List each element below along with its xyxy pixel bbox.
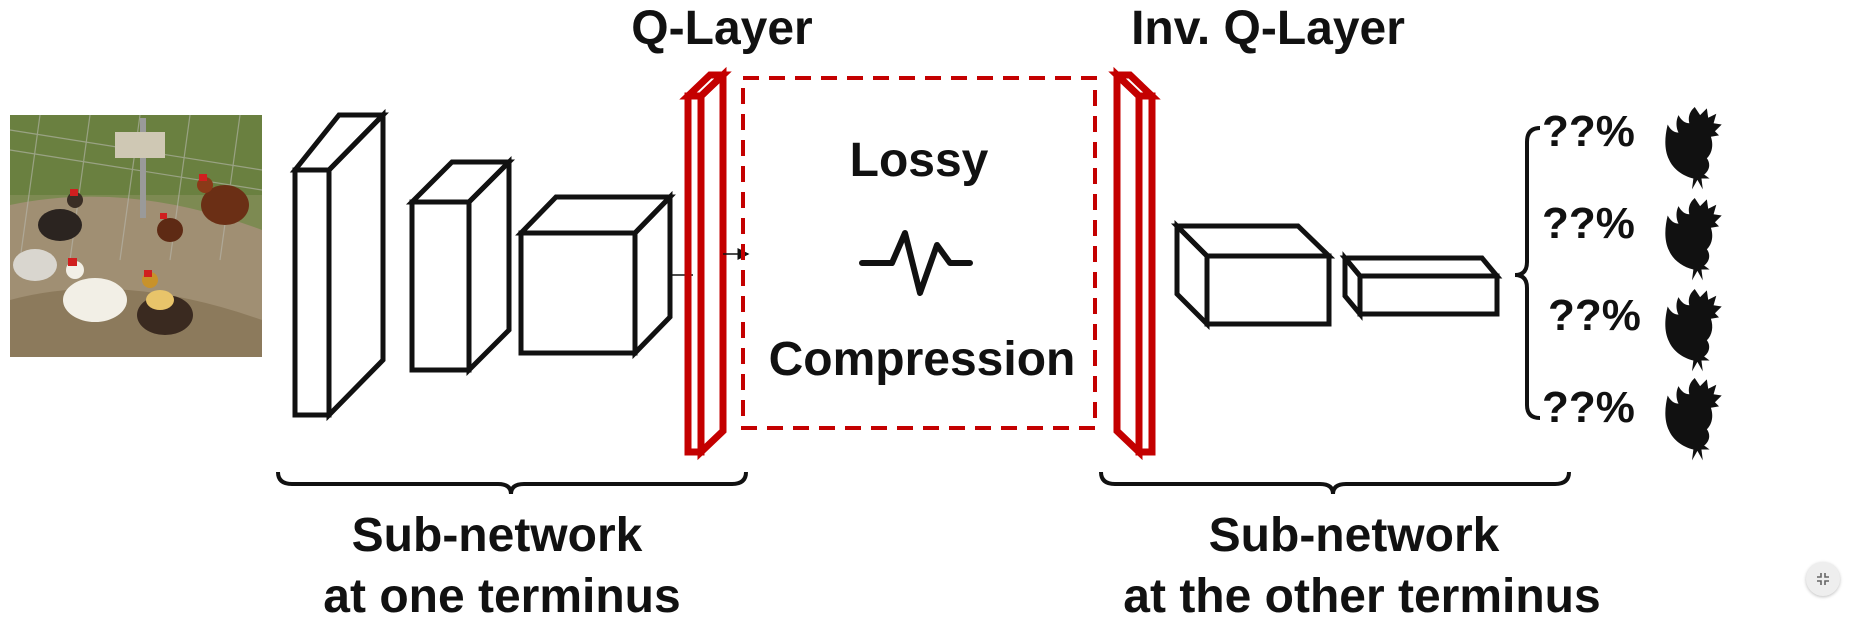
left-subnet-brace (276, 471, 748, 495)
right-subnet-label-line2: at the other terminus (1123, 570, 1600, 623)
lossy-label: Lossy (850, 134, 989, 187)
collapse-icon (1817, 573, 1829, 585)
layer-block-3 (515, 190, 676, 360)
left-subnet-label-line2: at one terminus (323, 570, 680, 623)
right-subnet-label-line1: Sub-network (1209, 509, 1500, 562)
left-subnet-layers (289, 108, 676, 422)
output-percent: ??% (1542, 199, 1635, 248)
lossy-compression-box (741, 76, 1097, 430)
waveform-icon (859, 230, 973, 296)
rooster-icon (1665, 198, 1722, 281)
layer-block-4 (1170, 219, 1336, 331)
input-image (9, 114, 263, 357)
output-brace (1514, 126, 1541, 420)
rooster-icon (1665, 289, 1722, 372)
layer-block-5 (1339, 251, 1503, 321)
layer-block-1 (289, 108, 389, 422)
right-subnet-layers (1170, 219, 1503, 331)
collapse-button[interactable] (1806, 562, 1840, 596)
rooster-icon (1665, 107, 1722, 190)
inv-q-layer-label: Inv. Q-Layer (1131, 2, 1405, 55)
q-layer-label: Q-Layer (631, 2, 812, 55)
right-subnet-brace (1099, 471, 1571, 495)
compression-label: Compression (769, 333, 1076, 386)
output-percent: ??% (1542, 383, 1635, 432)
output-percent: ??% (1548, 291, 1641, 340)
output-percent: ??% (1542, 107, 1635, 156)
layer-block-2 (405, 155, 516, 377)
rooster-icon (1665, 378, 1722, 461)
q-layer (679, 66, 732, 461)
left-subnet-label-line1: Sub-network (352, 509, 643, 562)
inv-q-layer (1108, 66, 1161, 461)
